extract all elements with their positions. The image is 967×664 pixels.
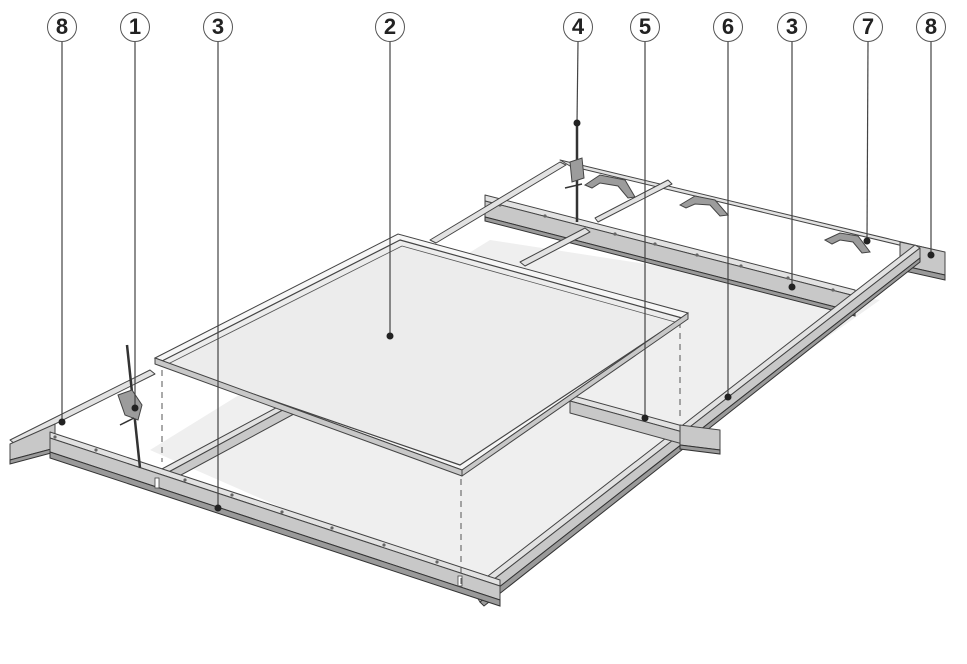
hanger-left xyxy=(117,344,143,469)
callout-8-right: 8 xyxy=(916,12,946,42)
wall-angle-left xyxy=(9,369,156,465)
callout-5: 5 xyxy=(630,12,660,42)
ceiling-panel xyxy=(153,233,690,477)
hold-down-clips xyxy=(583,174,871,254)
callout-3-left: 3 xyxy=(203,12,233,42)
callout-8-left: 8 xyxy=(47,12,77,42)
callout-1: 1 xyxy=(120,12,150,42)
callout-3-right: 3 xyxy=(777,12,807,42)
hanger-right xyxy=(564,120,585,222)
callout-2: 2 xyxy=(375,12,405,42)
leader-lines xyxy=(58,41,935,512)
callout-4: 4 xyxy=(563,12,593,42)
callout-7: 7 xyxy=(853,12,883,42)
callout-6: 6 xyxy=(713,12,743,42)
cross-tee-mid xyxy=(569,394,721,455)
main-runner-front xyxy=(49,431,501,607)
cross-tee-back xyxy=(429,161,673,267)
